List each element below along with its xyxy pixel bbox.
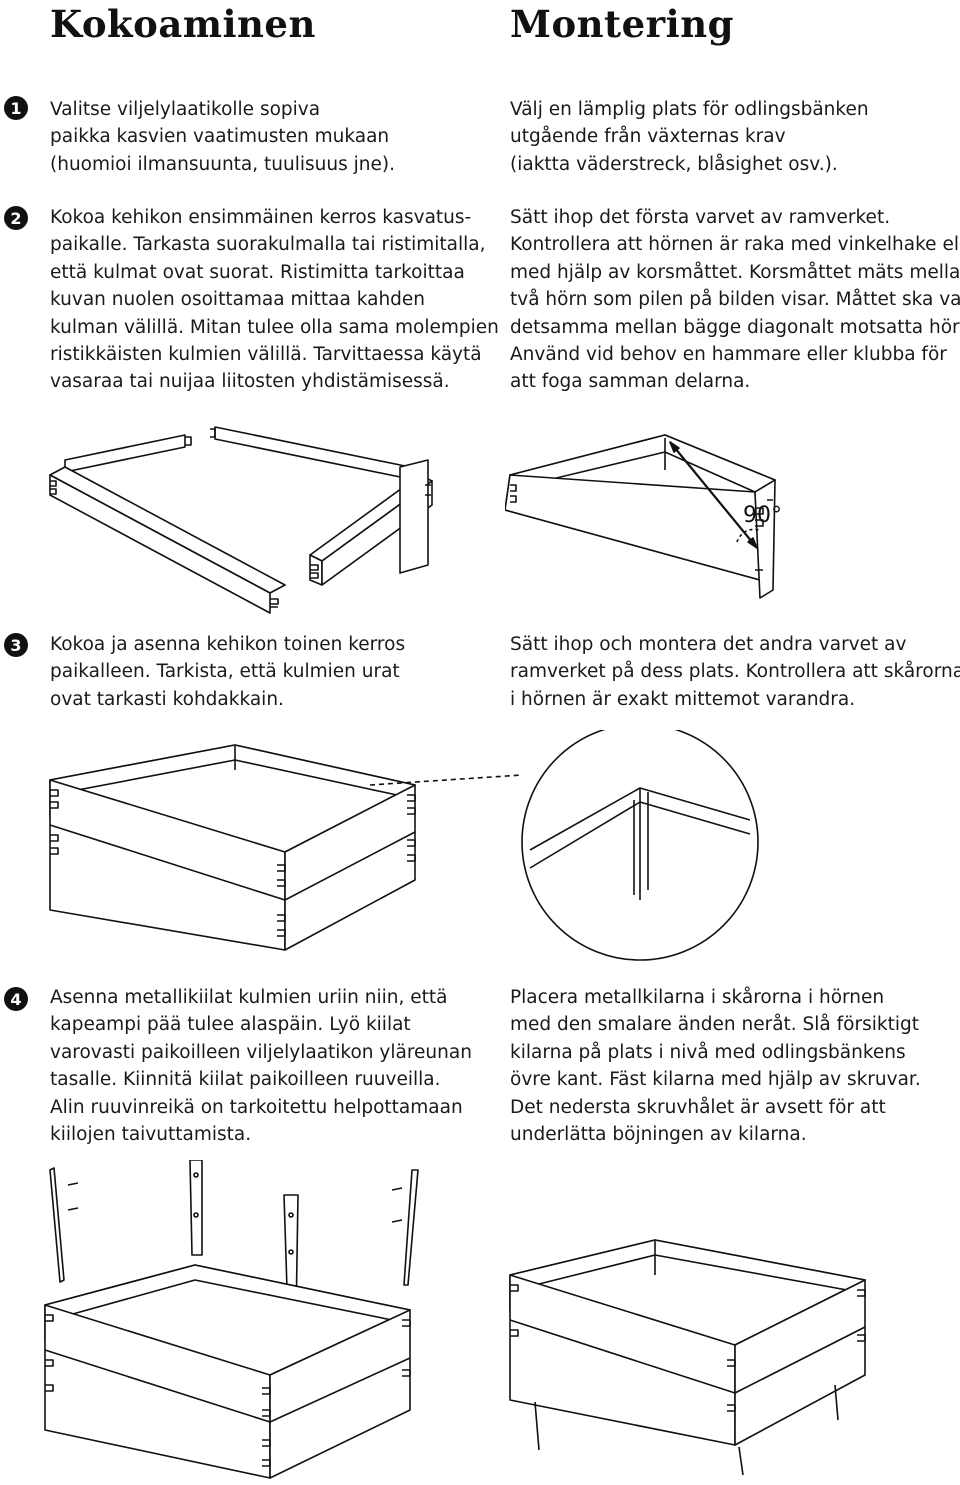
text-line: kulman välillä. Mitan tulee olla sama mo… (50, 316, 499, 338)
angle-label: 90° (743, 503, 782, 528)
text-line: Det nedersta skruvhålet är avsett för at… (510, 1096, 886, 1118)
step-3-number: 3 (4, 633, 28, 657)
text-line: Placera metallkilarna i skårorna i hörne… (510, 987, 885, 1008)
text-line: med den smalare änden neråt. Slå försikt… (510, 1014, 919, 1036)
step-4-text-sv: Placera metallkilarna i skårorna i hörne… (510, 984, 950, 1148)
text-line: underlätta böjningen av kilarna. (510, 1124, 807, 1146)
text-line: Sätt ihop det första varvet av ramverket… (510, 207, 891, 228)
step-4-number: 4 (4, 987, 28, 1011)
illustration-second-layer (49, 744, 416, 951)
text-line: varovasti paikoilleen viljelylaatikon yl… (50, 1041, 472, 1063)
text-line: ramverket på dess plats. Kontrollera att… (510, 661, 960, 683)
step-2-text-fi: Kokoa kehikon ensimmäinen kerros kasvatu… (50, 204, 499, 396)
text-line: kilarna på plats i nivå med odlingsbänke… (510, 1041, 906, 1063)
text-line: i hörnen är exakt mittemot varandra. (510, 688, 856, 710)
text-line: utgående från växternas krav (510, 126, 786, 148)
step-4-text-fi: Asenna metallikiilat kulmien uriin niin,… (50, 984, 490, 1148)
text-line: paikalleen. Tarkista, että kulmien urat (50, 661, 400, 683)
text-line: kuvan nuolen osoittamaa mittaa kahden (50, 289, 426, 311)
heading-finnish: Kokoaminen (50, 2, 316, 46)
text-line: Använd vid behov en hammare eller klubba… (510, 344, 947, 366)
text-line: (huomioi ilmansuunta, tuulisuus jne). (50, 153, 395, 175)
text-line: kiilojen taivuttamista. (50, 1124, 252, 1146)
illustration-finished-bed (509, 1239, 866, 1476)
text-line: övre kant. Fäst kilarna med hjälp av skr… (510, 1069, 921, 1091)
text-line: att foga samman delarna. (510, 371, 751, 393)
text-line: Kokoa ja asenna kehikon toinen kerros (50, 634, 406, 655)
text-line: kapeampi pää tulee alaspäin. Lyö kiilat (50, 1014, 411, 1036)
text-line: Asenna metallikiilat kulmien uriin niin,… (50, 987, 448, 1008)
text-line: Valitse viljelylaatikolle sopiva (50, 99, 321, 120)
step-2-number: 2 (4, 206, 28, 230)
step-1-text-fi: Valitse viljelylaatikolle sopiva paikka … (50, 96, 490, 178)
step-2-text-sv: Sätt ihop det första varvet av ramverket… (510, 204, 960, 396)
text-line: Kokoa kehikon ensimmäinen kerros kasvatu… (50, 207, 472, 228)
text-line: ristikkäisten kulmien välillä. Tarvittae… (50, 344, 482, 366)
text-line: tasalle. Kiinnitä kiilat paikoilleen ruu… (50, 1069, 441, 1091)
step-1-text-sv: Välj en lämplig plats för odlingsbänken … (510, 96, 950, 178)
text-line: Alin ruuvinreikä on tarkoitettu helpotta… (50, 1096, 463, 1118)
text-line: Välj en lämplig plats för odlingsbänken (510, 99, 869, 120)
illustration-metal-wedges (44, 1160, 419, 1479)
text-line: detsamma mellan bägge diagonalt motsatta… (510, 316, 960, 338)
text-line: paikalle. Tarkasta suorakulmalla tai ris… (50, 234, 486, 256)
text-line: med hjälp av korsmåttet. Korsmåttet mäts… (510, 261, 960, 283)
heading-swedish: Montering (510, 2, 734, 46)
illustration-first-layer-parts (49, 426, 433, 614)
text-line: (iaktta väderstreck, blåsighet osv.). (510, 153, 838, 175)
text-line: två hörn som pilen på bilden visar. Mått… (510, 289, 960, 311)
text-line: Kontrollera att hörnen är raka med vinke… (510, 234, 960, 256)
illustration-corner-detail (370, 730, 759, 961)
text-line: paikka kasvien vaatimusten mukaan (50, 126, 390, 148)
text-line: ovat tarkasti kohdakkain. (50, 688, 284, 710)
step-3-text-sv: Sätt ihop och montera det andra varvet a… (510, 631, 960, 713)
step-3-text-fi: Kokoa ja asenna kehikon toinen kerros pa… (50, 631, 490, 713)
illustration-first-layer-assembled: 90° (505, 434, 782, 599)
text-line: että kulmat ovat suorat. Ristimitta tark… (50, 261, 465, 283)
text-line: Sätt ihop och montera det andra varvet a… (510, 634, 907, 655)
step-1-number: 1 (4, 96, 28, 120)
text-line: vasaraa tai nuijaa liitosten yhdistämise… (50, 371, 450, 393)
